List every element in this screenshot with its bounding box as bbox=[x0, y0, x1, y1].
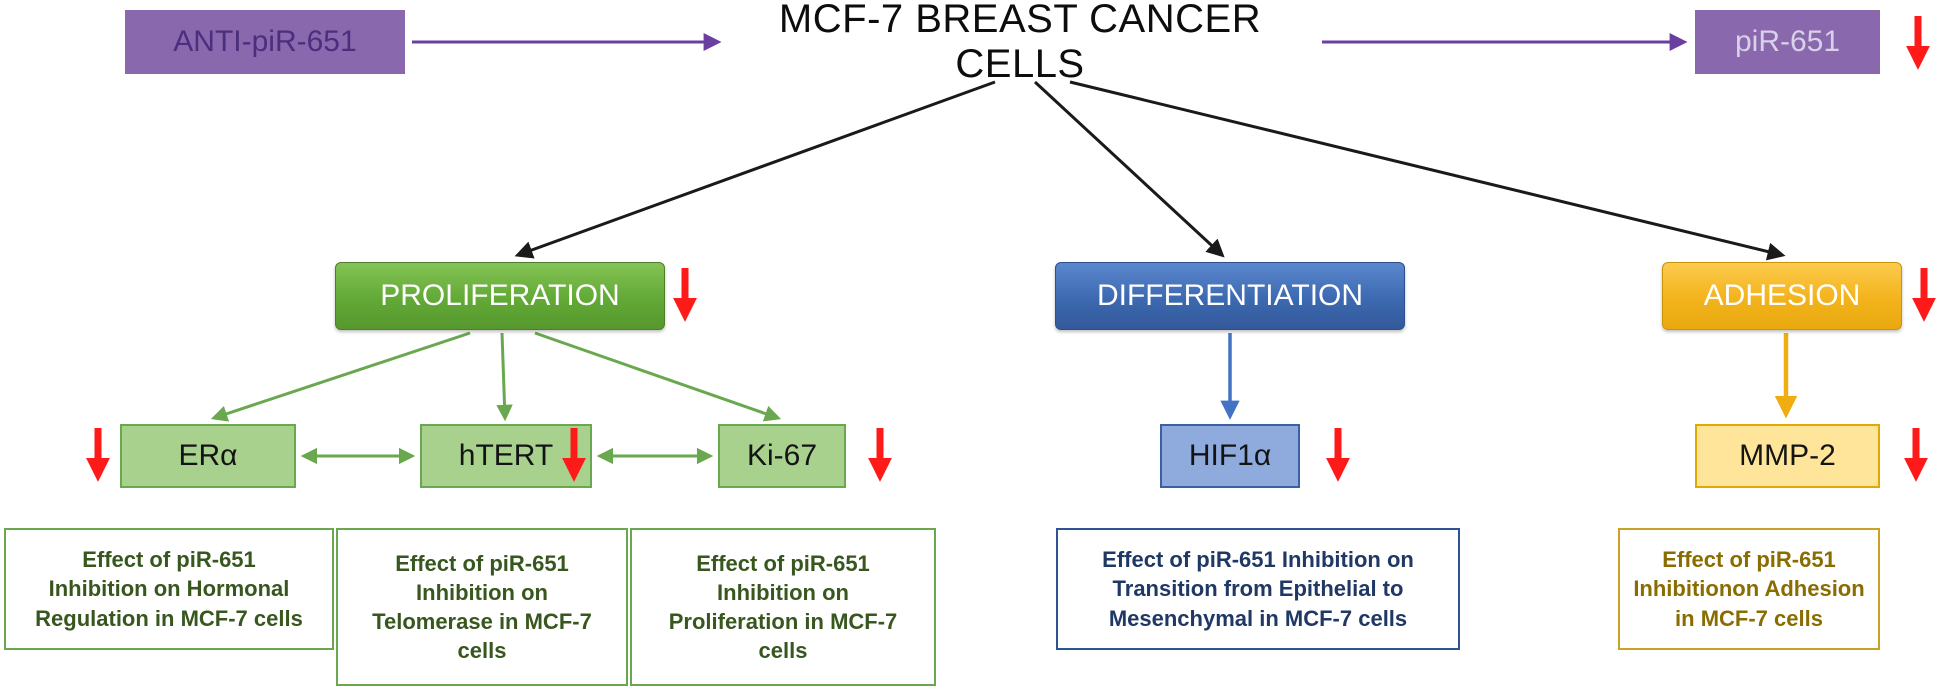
htert-box: hTERT bbox=[420, 424, 592, 488]
pir651-box: piR-651 bbox=[1695, 10, 1880, 74]
black-arrow-to-adhesion bbox=[1069, 80, 1786, 261]
proliferation-label: PROLIFERATION bbox=[380, 279, 620, 312]
green-arrow-to-ki67 bbox=[534, 331, 782, 422]
note-hormonal-regulation: Effect of piR-651 Inhibition on Hormonal… bbox=[4, 528, 334, 650]
mmp2-label: MMP-2 bbox=[1739, 439, 1836, 472]
differentiation-label: DIFFERENTIATION bbox=[1096, 279, 1364, 312]
differentiation-box: DIFFERENTIATION bbox=[1055, 262, 1405, 330]
note-proliferation: Effect of piR-651 Inhibition on Prolifer… bbox=[630, 528, 936, 686]
hif1a-box: HIF1α bbox=[1160, 424, 1300, 488]
black-arrow-to-differentiation bbox=[1033, 80, 1225, 258]
note-telomerase: Effect of piR-651 Inhibition on Telomera… bbox=[336, 528, 628, 686]
note-adhesion: Effect of piR-651 Inhibitionon Adhesion … bbox=[1618, 528, 1880, 650]
htert-label: hTERT bbox=[458, 439, 554, 472]
mmp2-box: MMP-2 bbox=[1695, 424, 1880, 488]
green-arrow-to-htert bbox=[496, 332, 513, 422]
note-emt-transition: Effect of piR-651 Inhibition on Transiti… bbox=[1056, 528, 1460, 650]
anti-pir651-box: ANTI-piR-651 bbox=[125, 10, 405, 74]
era-box: ERα bbox=[120, 424, 296, 488]
black-arrow-to-proliferation bbox=[514, 80, 996, 259]
pir651-label: piR-651 bbox=[1734, 25, 1841, 58]
era-label: ERα bbox=[178, 439, 238, 472]
anti-pir651-label: ANTI-piR-651 bbox=[173, 25, 357, 58]
ki67-label: Ki-67 bbox=[746, 439, 818, 472]
ki67-box: Ki-67 bbox=[718, 424, 846, 488]
green-arrow-to-era bbox=[210, 331, 471, 422]
proliferation-box: PROLIFERATION bbox=[335, 262, 665, 330]
adhesion-box: ADHESION bbox=[1662, 262, 1902, 330]
page-title: MCF-7 BREAST CANCER CELLS bbox=[778, 0, 1262, 86]
adhesion-label: ADHESION bbox=[1703, 279, 1861, 312]
hif1a-label: HIF1α bbox=[1188, 439, 1272, 472]
